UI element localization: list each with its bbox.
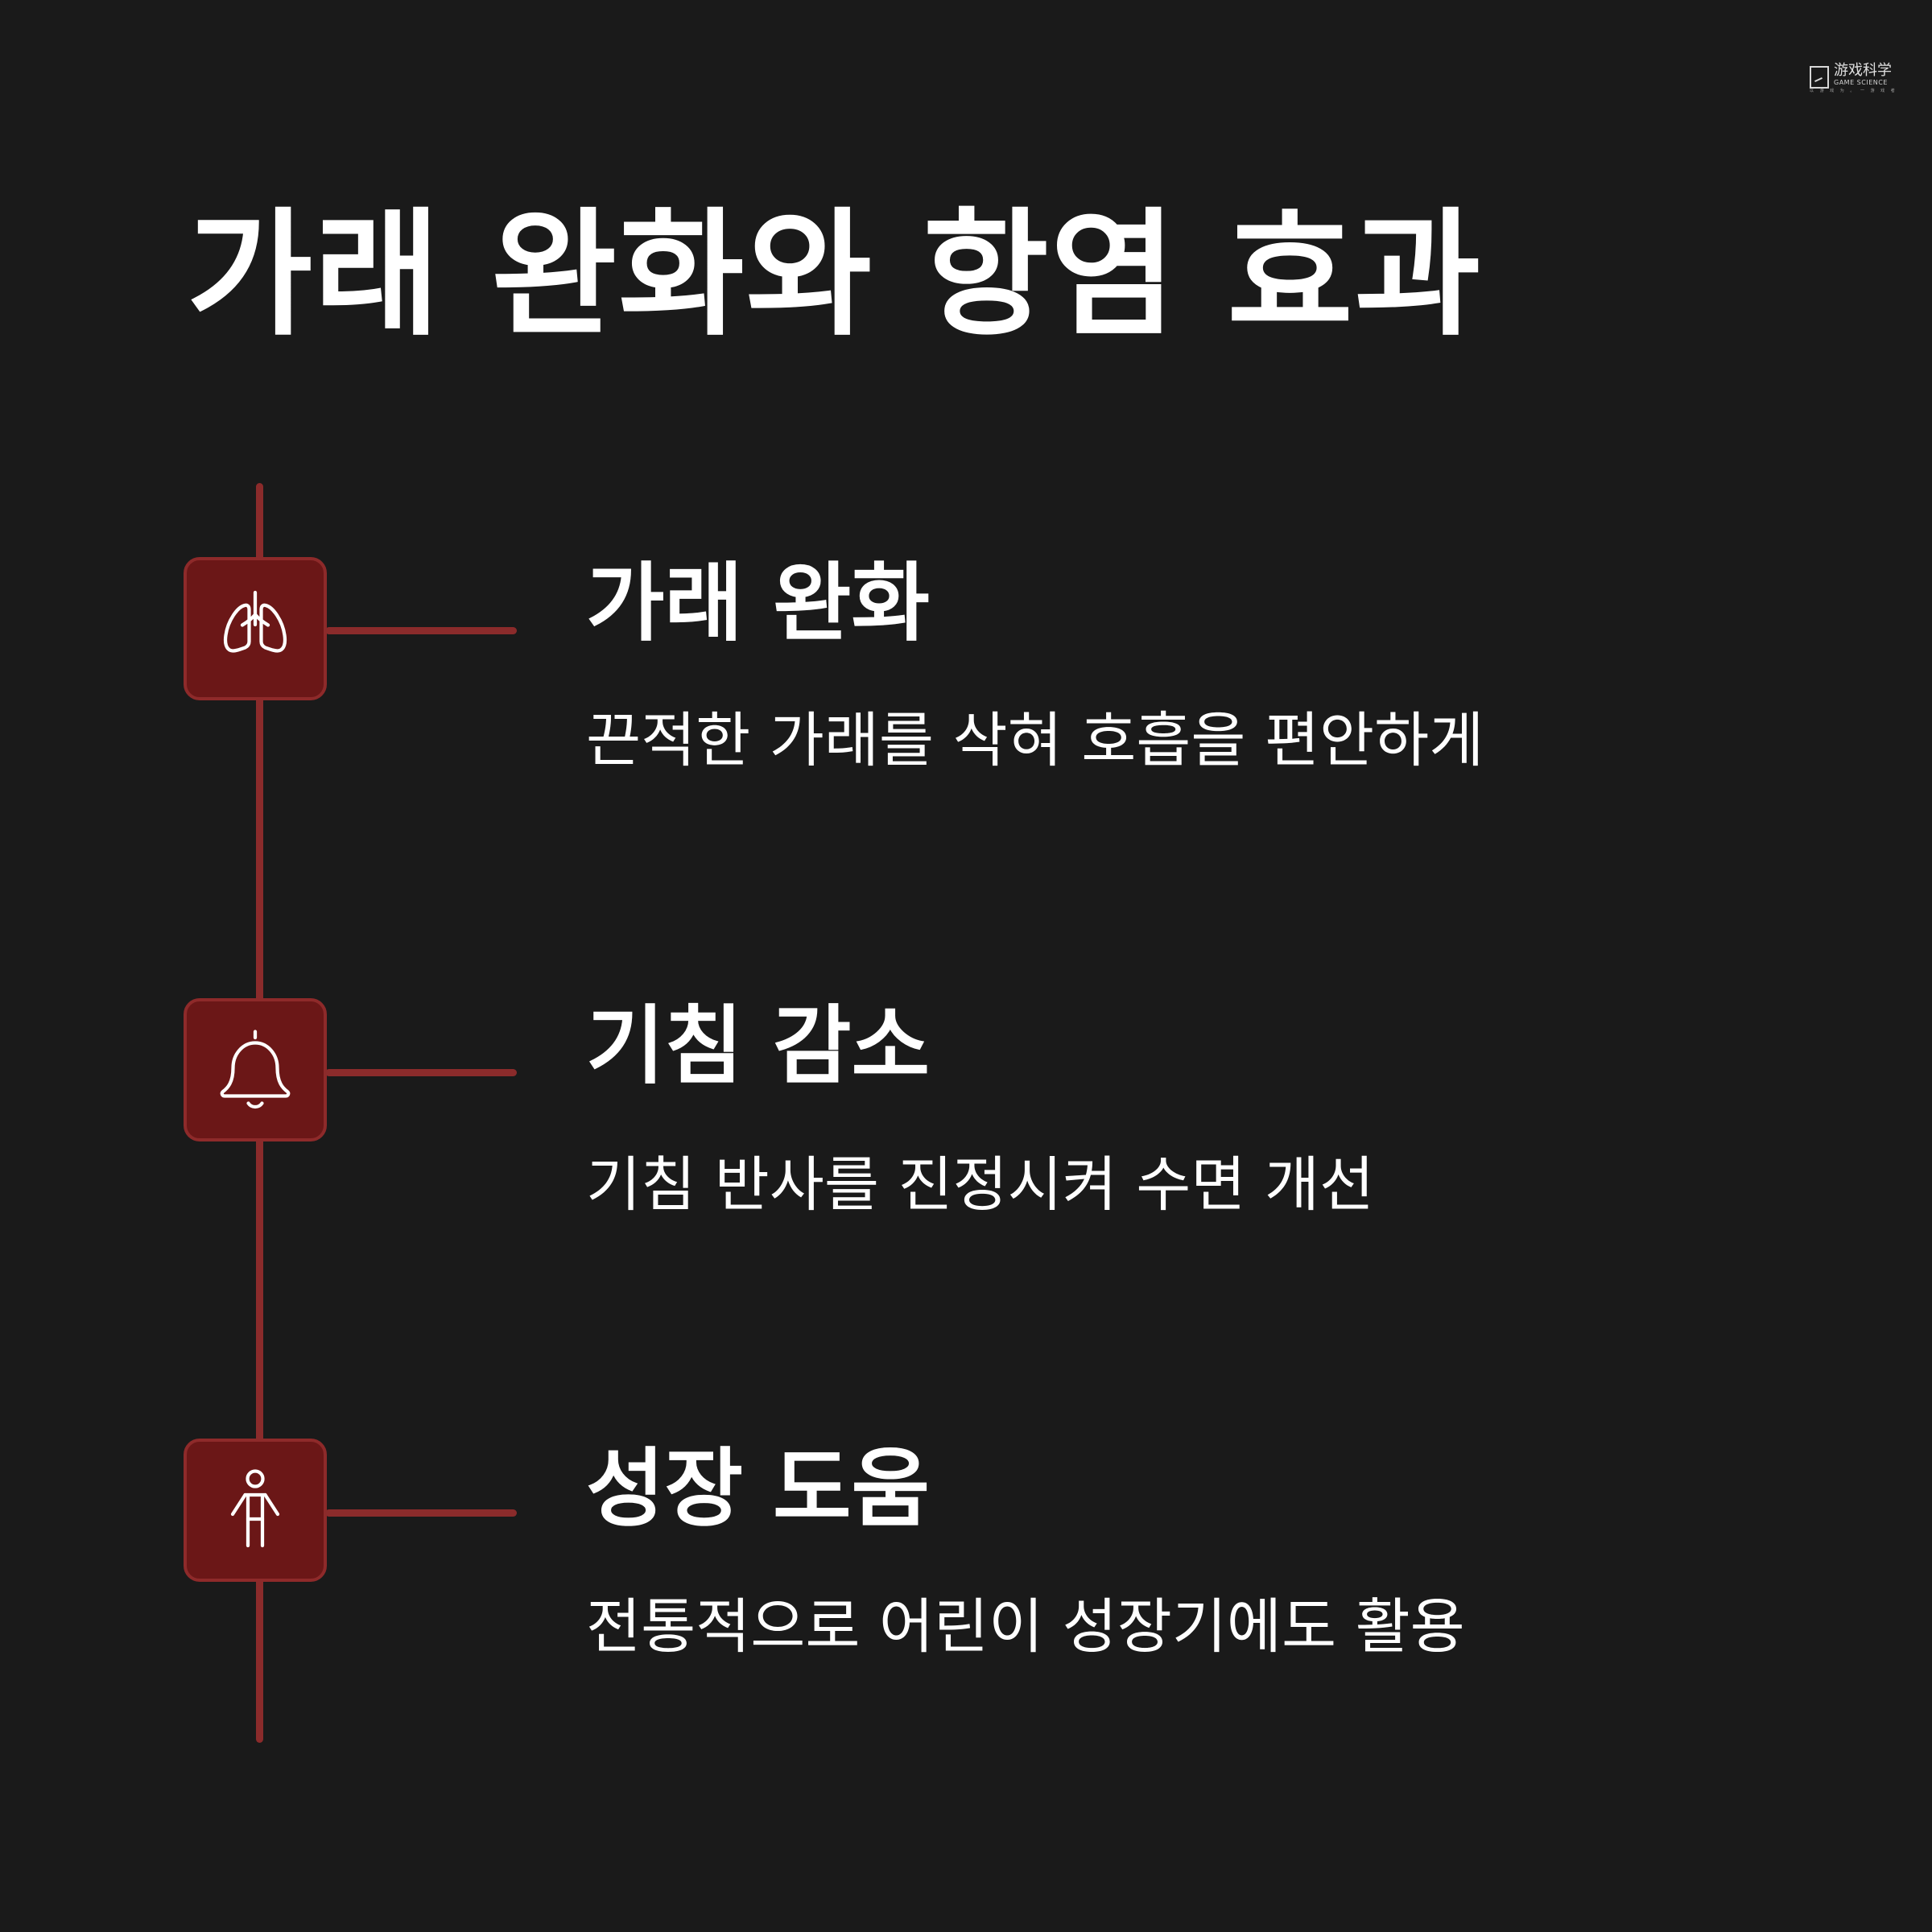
item-title-3: 성장 도움 bbox=[586, 1439, 930, 1538]
item-desc-3: 전통적으로 어린이 성장기에도 활용 bbox=[586, 1592, 1465, 1662]
lungs-icon bbox=[223, 590, 287, 653]
timeline-node-1 bbox=[184, 557, 327, 700]
item-desc-1: 끈적한 가래를 삭혀 호흡을 편안하게 bbox=[586, 706, 1484, 775]
page-title: 가래 완화와 항염 효과 bbox=[187, 196, 1483, 355]
child-icon bbox=[230, 1469, 280, 1548]
timeline-node-3 bbox=[184, 1439, 327, 1582]
item-desc-2: 기침 반사를 진정시켜 수면 개선 bbox=[586, 1150, 1375, 1220]
logo-subtext: 以 游 戏 为 。 一 游 戏 者 bbox=[1810, 89, 1897, 93]
item-title-1: 가래 완화 bbox=[586, 554, 930, 653]
timeline-node-2 bbox=[184, 998, 327, 1141]
logo-name-en: GAME SCIENCE bbox=[1834, 79, 1888, 86]
item-title-2: 기침 감소 bbox=[586, 997, 930, 1096]
bell-icon bbox=[220, 1030, 291, 1109]
brand-logo: 游戏科学 GAME SCIENCE 以 游 戏 为 。 一 游 戏 者 bbox=[1810, 63, 1898, 97]
logo-mark-icon bbox=[1810, 66, 1829, 89]
logo-name-cn: 游戏科学 bbox=[1834, 62, 1892, 79]
timeline-connector-3 bbox=[325, 1509, 517, 1517]
timeline-connector-1 bbox=[325, 627, 517, 634]
timeline-connector-2 bbox=[325, 1069, 517, 1076]
